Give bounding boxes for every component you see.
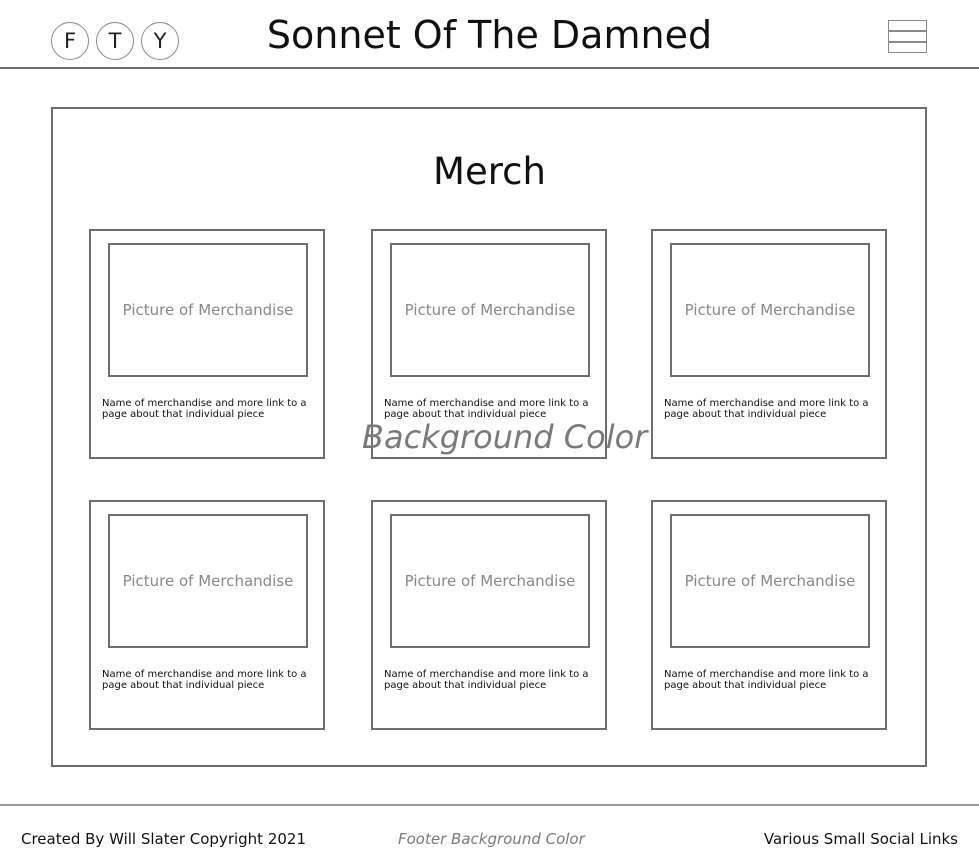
footer-background-note: Footer Background Color xyxy=(398,830,585,848)
merch-card[interactable]: Picture of Merchandise Name of merchandi… xyxy=(89,229,325,459)
footer-credit: Created By Will Slater Copyright 2021 xyxy=(21,830,306,848)
merch-description-link[interactable]: Name of merchandise and more link to a p… xyxy=(102,398,307,420)
merch-description-link[interactable]: Name of merchandise and more link to a p… xyxy=(384,398,589,420)
twitter-icon[interactable]: T xyxy=(96,22,134,60)
site-title: Sonnet Of The Damned xyxy=(266,13,713,57)
menu-bar xyxy=(888,20,927,31)
merch-card[interactable]: Picture of Merchandise Name of merchandi… xyxy=(371,229,607,459)
merch-card[interactable]: Picture of Merchandise Name of merchandi… xyxy=(651,229,887,459)
picture-placeholder-label: Picture of Merchandise xyxy=(404,572,576,590)
youtube-icon[interactable]: Y xyxy=(141,22,179,60)
merch-picture[interactable]: Picture of Merchandise xyxy=(670,514,870,648)
merch-card[interactable]: Picture of Merchandise Name of merchandi… xyxy=(89,500,325,730)
menu-bar xyxy=(888,31,927,42)
picture-placeholder-label: Picture of Merchandise xyxy=(684,301,856,319)
site-header: F T Y Sonnet Of The Damned xyxy=(0,0,979,69)
merch-description-link[interactable]: Name of merchandise and more link to a p… xyxy=(664,669,869,691)
facebook-icon[interactable]: F xyxy=(51,22,89,60)
merch-section xyxy=(51,107,927,767)
background-color-note: Background Color xyxy=(362,418,648,456)
picture-placeholder-label: Picture of Merchandise xyxy=(122,301,294,319)
merch-picture[interactable]: Picture of Merchandise xyxy=(390,514,590,648)
hamburger-menu-icon[interactable] xyxy=(888,20,927,53)
footer-social-links[interactable]: Various Small Social Links xyxy=(763,830,958,848)
picture-placeholder-label: Picture of Merchandise xyxy=(404,301,576,319)
picture-placeholder-label: Picture of Merchandise xyxy=(684,572,856,590)
site-footer: Created By Will Slater Copyright 2021 Fo… xyxy=(0,804,979,868)
merch-picture[interactable]: Picture of Merchandise xyxy=(108,514,308,648)
section-title: Merch xyxy=(433,150,546,193)
merch-picture[interactable]: Picture of Merchandise xyxy=(670,243,870,377)
merch-card[interactable]: Picture of Merchandise Name of merchandi… xyxy=(651,500,887,730)
picture-placeholder-label: Picture of Merchandise xyxy=(122,572,294,590)
merch-card[interactable]: Picture of Merchandise Name of merchandi… xyxy=(371,500,607,730)
merch-description-link[interactable]: Name of merchandise and more link to a p… xyxy=(384,669,589,691)
menu-bar xyxy=(888,42,927,53)
merch-description-link[interactable]: Name of merchandise and more link to a p… xyxy=(102,669,307,691)
merch-description-link[interactable]: Name of merchandise and more link to a p… xyxy=(664,398,869,420)
merch-picture[interactable]: Picture of Merchandise xyxy=(108,243,308,377)
merch-picture[interactable]: Picture of Merchandise xyxy=(390,243,590,377)
